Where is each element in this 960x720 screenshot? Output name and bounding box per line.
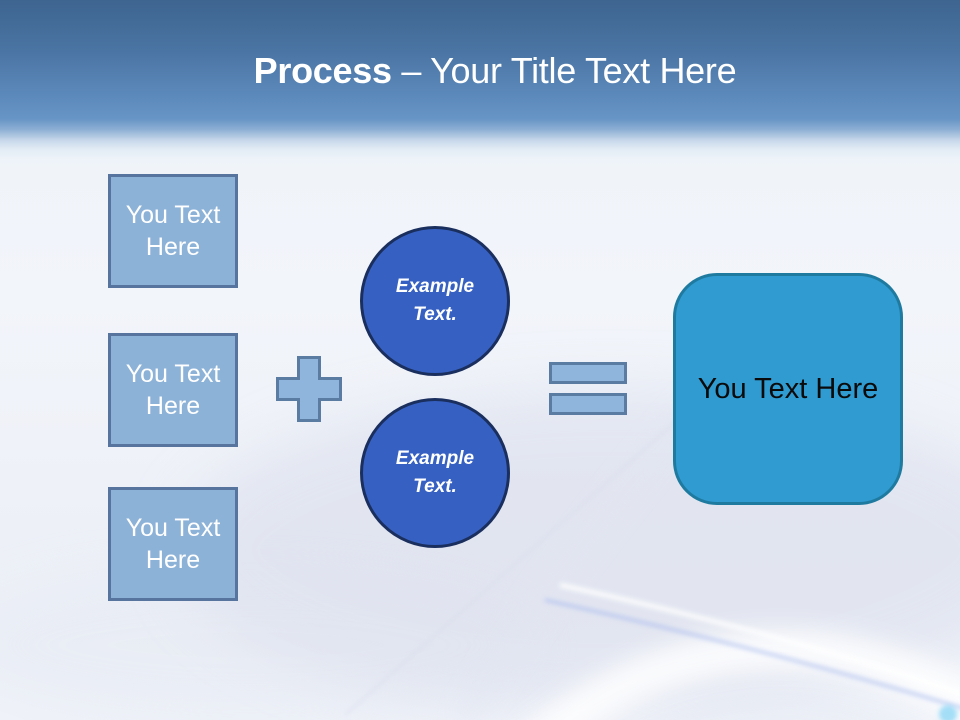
result-box-label: You Text Here [697,372,879,405]
input-box-3-label: You Text Here [125,513,221,575]
input-box-2-label: You Text Here [125,359,221,421]
plus-icon [276,356,342,422]
equals-bar-top [549,362,627,384]
input-box-2[interactable]: You Text Here [108,333,238,447]
example-circle-1-label: Example Text. [395,276,475,325]
input-box-1-label: You Text Here [125,200,221,262]
example-circle-1[interactable]: Example Text. [360,226,510,376]
title-rest: – Your Title Text Here [401,50,737,91]
example-circle-2-label: Example Text. [395,448,475,497]
page-title: Process – Your Title Text Here [0,50,960,92]
example-circle-2[interactable]: Example Text. [360,398,510,548]
header-gradient-band [0,0,960,170]
result-box[interactable]: You Text Here [673,273,903,505]
equals-icon [549,362,627,415]
input-box-3[interactable]: You Text Here [108,487,238,601]
equals-bar-bottom [549,393,627,415]
title-emphasis: Process [253,50,392,91]
input-box-1[interactable]: You Text Here [108,174,238,288]
